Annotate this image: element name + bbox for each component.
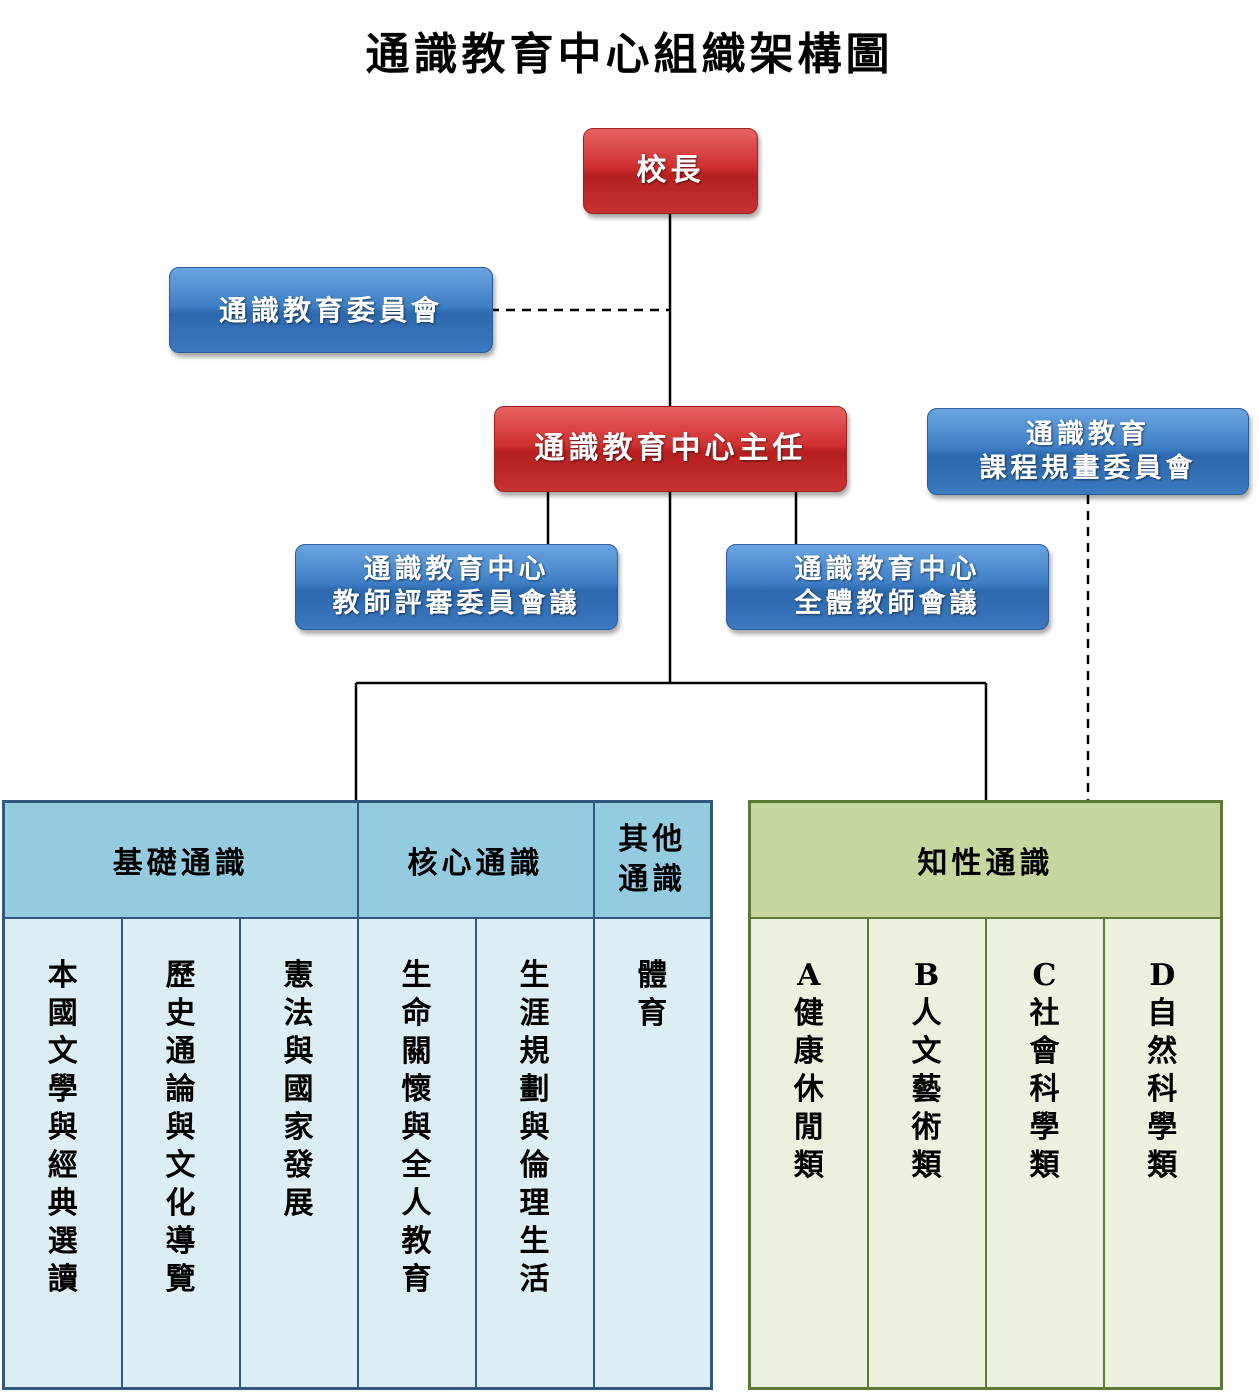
course-cell: 生涯規劃與倫理生活 [474, 917, 595, 1390]
course-label: A健康休閒類 [792, 957, 826, 1185]
curriculum-planning-committee-node: 通識教育 課程規畫委員會 [927, 408, 1249, 495]
left-course-table: 基礎通識 核心通識 其他 通識 本國文學與經典選讀 歷史通論與文化導覽 憲法與國… [2, 800, 714, 1390]
course-label: C社會科學類 [1028, 957, 1062, 1185]
course-cell: A健康休閒類 [748, 917, 869, 1390]
faculty-label-line1: 通識教育中心 [794, 554, 981, 586]
course-name: 社會科學類 [1029, 996, 1060, 1183]
course-letter: D [1149, 958, 1176, 993]
course-label: 本國文學與經典選讀 [47, 958, 78, 1297]
category-basic-header: 基礎通識 [2, 800, 359, 919]
category-other-label-line2: 通識 [618, 862, 687, 897]
course-label: 歷史通論與文化導覽 [165, 958, 196, 1297]
course-name: 健康休閒類 [793, 996, 824, 1183]
review-label-line2: 教師評審委員會議 [332, 588, 581, 619]
course-label: B人文藝術類 [910, 957, 944, 1185]
right-course-table: 知性通識 A健康休閒類 B人文藝術類 C社會科學類 D自然科學類 [748, 800, 1223, 1390]
course-cell: C社會科學類 [984, 917, 1105, 1390]
course-label: 憲法與國家發展 [283, 958, 314, 1221]
faculty-label-line2: 全體教師會議 [794, 588, 981, 619]
review-label-line1: 通識教育中心 [363, 554, 550, 586]
faculty-review-committee-node: 通識教育中心 教師評審委員會議 [295, 544, 618, 630]
course-cell: B人文藝術類 [866, 917, 987, 1390]
course-name: 人文藝術類 [911, 996, 942, 1183]
category-other-label-line1: 其他 [618, 822, 687, 857]
course-letter: A [797, 958, 821, 993]
course-label: D自然科學類 [1145, 957, 1179, 1185]
course-label: 體育 [637, 958, 668, 1031]
center-director-node: 通識教育中心主任 [494, 406, 847, 492]
course-cell: 歷史通論與文化導覽 [120, 917, 241, 1390]
course-cell: 體育 [592, 917, 713, 1390]
all-faculty-meeting-node: 通識教育中心 全體教師會議 [726, 544, 1049, 630]
curriculum-label-line2: 課程規畫委員會 [979, 452, 1197, 484]
principal-node: 校長 [583, 128, 758, 214]
course-label: 生命關懷與全人教育 [401, 958, 432, 1297]
course-letter: C [1032, 958, 1057, 993]
general-education-committee-node: 通識教育委員會 [169, 267, 493, 353]
committee-label: 通識教育委員會 [218, 293, 443, 327]
principal-label: 校長 [636, 153, 705, 189]
course-cell: 本國文學與經典選讀 [2, 917, 123, 1390]
category-knowledge-header: 知性通識 [748, 800, 1223, 919]
course-cell: D自然科學類 [1102, 917, 1223, 1390]
director-label: 通識教育中心主任 [534, 431, 807, 467]
course-cell: 生命關懷與全人教育 [356, 917, 477, 1390]
category-core-header: 核心通識 [356, 800, 595, 919]
course-cell: 憲法與國家發展 [238, 917, 359, 1390]
curriculum-label-line1: 通識教育 [1026, 418, 1150, 450]
category-other-header: 其他 通識 [592, 800, 713, 919]
course-letter: B [913, 958, 940, 993]
course-label: 生涯規劃與倫理生活 [519, 958, 550, 1297]
page-title: 通識教育中心組織架構圖 [365, 29, 894, 80]
course-name: 自然科學類 [1147, 996, 1178, 1183]
